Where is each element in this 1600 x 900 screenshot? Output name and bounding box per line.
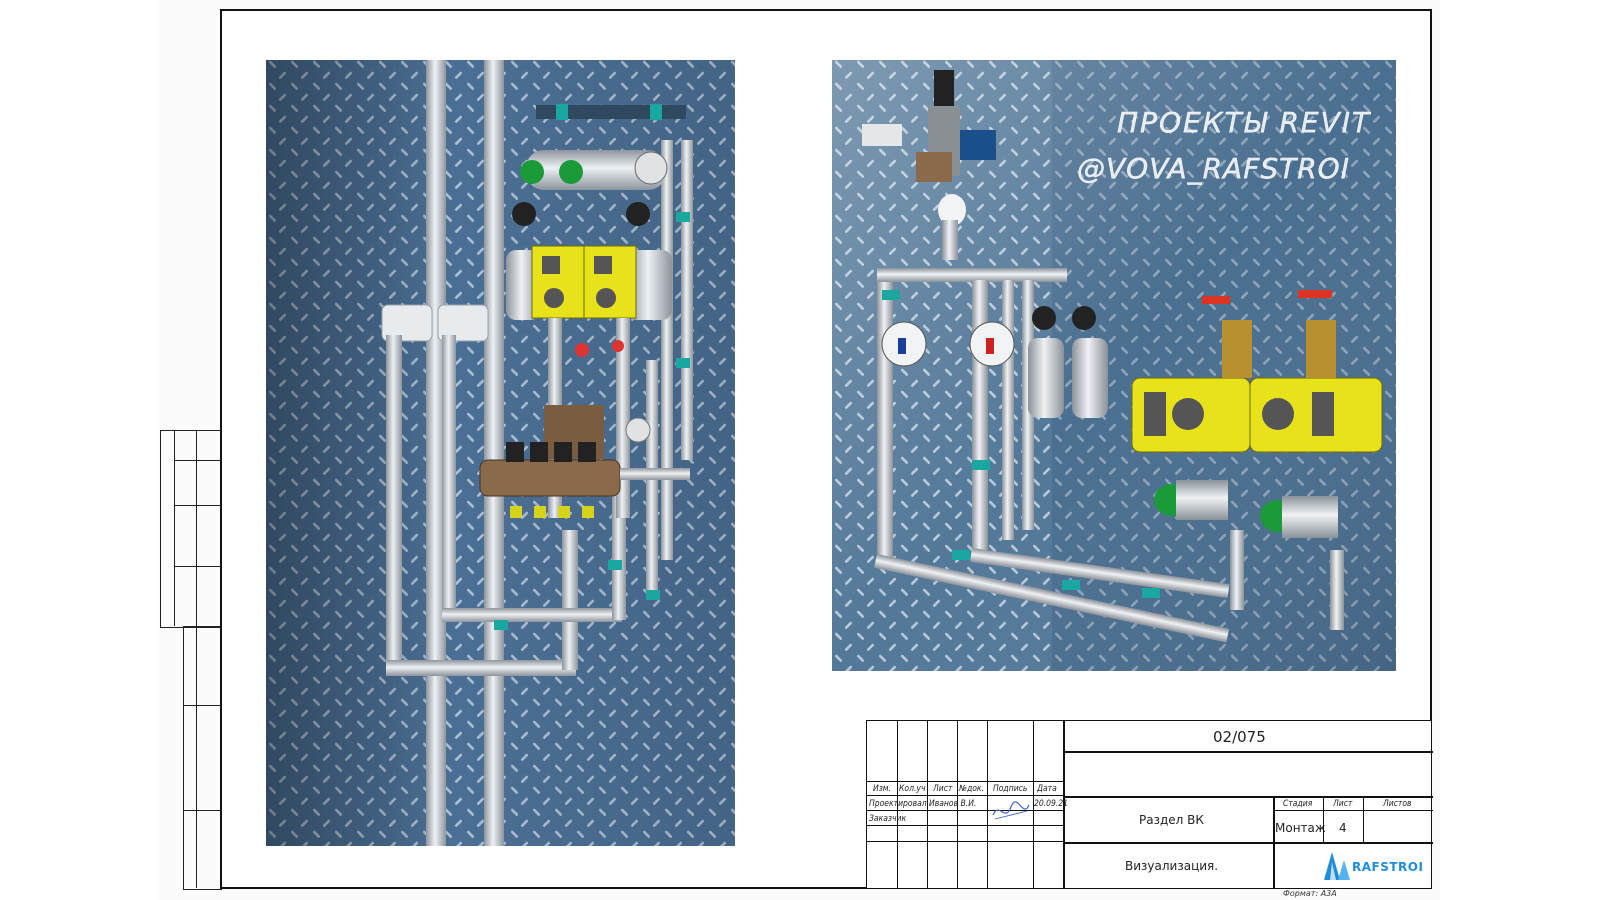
company-logo: RAFSTROI xyxy=(1320,848,1425,884)
render-right-view: ПРОЕКТЫ REVIT @VOVA_RAFSTROI xyxy=(832,60,1396,671)
signature-mark xyxy=(992,801,1030,820)
header-list: Лист xyxy=(933,784,953,794)
side-stamp-line xyxy=(174,430,175,626)
render-left-view xyxy=(266,60,735,846)
drawing-number: 02/075 xyxy=(1213,728,1266,746)
side-stamp-line xyxy=(183,810,220,811)
title-block: 02/075 Изм. Кол.уч Лист №док. Подпись Да… xyxy=(866,720,1433,889)
side-stamp-line xyxy=(174,566,220,567)
logo-text: RAFSTROI xyxy=(1352,860,1424,874)
side-stamp-line xyxy=(174,460,220,461)
customer-label: Заказчик xyxy=(869,814,907,824)
header-izm: Изм. xyxy=(873,784,891,794)
side-stamp-line xyxy=(183,705,220,706)
sheet-title: Визуализация. xyxy=(1125,859,1219,873)
designed-name: Иванов В.И. xyxy=(929,799,977,809)
sheets-header: Листов xyxy=(1383,799,1412,809)
logo-icon xyxy=(1324,852,1350,880)
designed-label: Проектировал xyxy=(869,799,927,809)
header-ndok: №док. xyxy=(959,784,984,794)
designed-date: 20.09.21 xyxy=(1034,799,1069,809)
side-stamp-line xyxy=(174,505,220,506)
header-kol-uch: Кол.уч xyxy=(899,784,926,794)
header-data: Дата xyxy=(1037,784,1057,794)
stage-value: Монтаж xyxy=(1275,821,1326,835)
watermark-line1: ПРОЕКТЫ REVIT xyxy=(1117,106,1371,139)
header-podpis: Подпись xyxy=(993,784,1028,794)
side-stamp-lower xyxy=(183,626,222,890)
watermark-line2: @VOVA_RAFSTROI xyxy=(1077,152,1350,185)
stage-header: Стадия xyxy=(1283,799,1313,809)
sheet-format: Формат: А3А xyxy=(1283,889,1337,898)
sheet-value: 4 xyxy=(1339,821,1347,835)
side-stamp-line xyxy=(196,430,197,888)
sheet-header: Лист xyxy=(1333,799,1353,809)
section-name: Раздел ВК xyxy=(1139,813,1204,827)
